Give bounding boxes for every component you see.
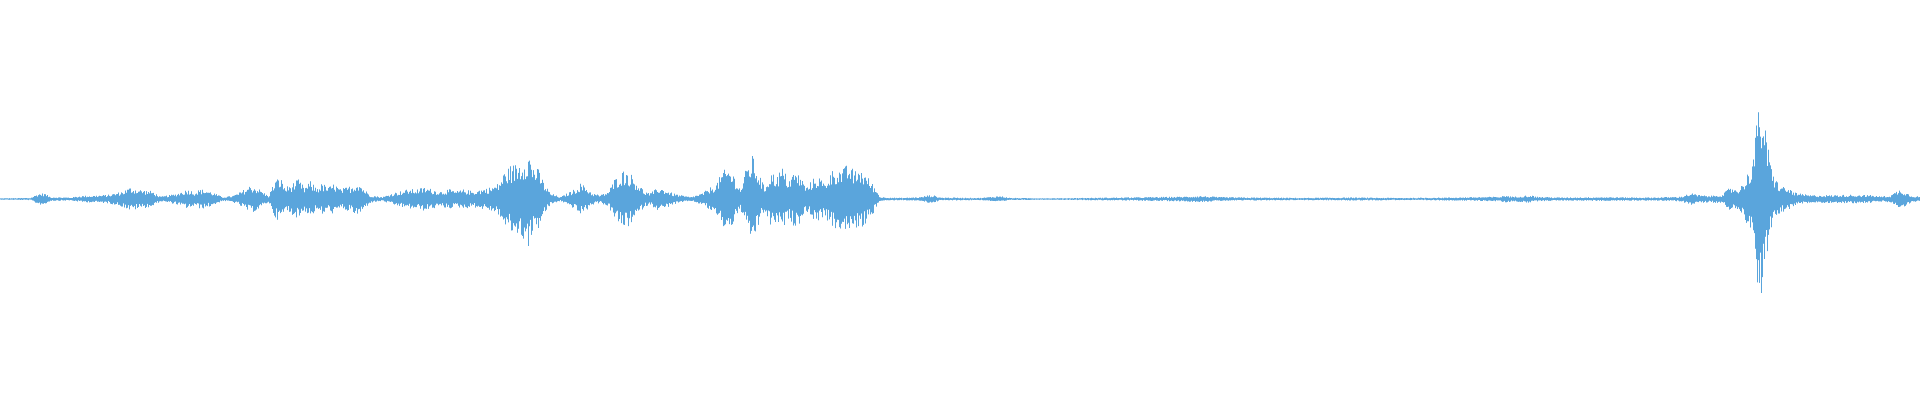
waveform-bars: [0, 112, 1920, 293]
